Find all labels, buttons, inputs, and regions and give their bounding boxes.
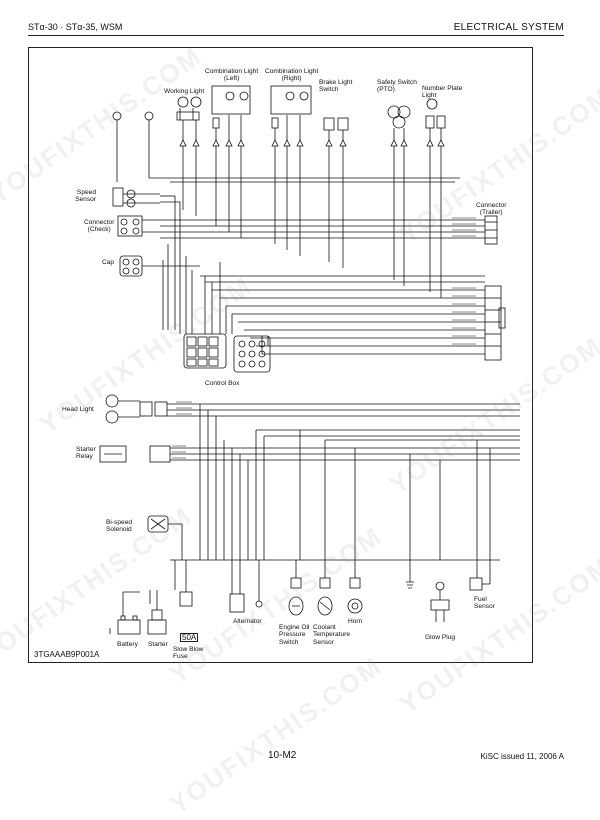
label-control-box: Control Box (205, 380, 239, 387)
number-plate-light-symbol (425, 98, 446, 160)
wiring-diagram (99, 85, 520, 635)
wire-code-marks (172, 217, 476, 459)
label-glow-plug: Glow Plug (425, 634, 455, 641)
label-horn: Horn (348, 618, 362, 625)
combination-light-left-text: Combination Light (Left) (205, 68, 259, 83)
engine-oil-pressure-switch-symbol (288, 560, 304, 616)
label-combination-light-left: Combination Light (Left) (205, 68, 258, 83)
label-head-light: Head Light (62, 406, 94, 413)
head-light-symbol (105, 394, 520, 424)
brake-light-switch-text: Brake Light Switch (319, 79, 353, 94)
fuel-sensor-symbol (469, 560, 491, 591)
ground-symbol-top (112, 111, 154, 178)
connector-check-text: Connector (Check) (84, 219, 115, 234)
coolant-temperature-sensor-text: Coolant Temperature Sensor (313, 624, 351, 646)
manual-model-title: STα-30 · STα-35, WSM (28, 22, 123, 32)
coolant-temperature-sensor-symbol (317, 560, 333, 616)
label-bi-speed-solenoid: Bi-speed Solenoid (106, 519, 132, 534)
glow-plug-symbol (406, 560, 450, 622)
harness-bus-lines (116, 158, 485, 355)
label-coolant-temperature-sensor: Coolant Temperature Sensor (313, 624, 350, 646)
label-battery: Battery (117, 641, 138, 648)
battery-text: Battery (117, 641, 138, 648)
starter-symbol (147, 590, 167, 635)
label-number-plate-light: Number Plate Light (422, 85, 462, 100)
label-combination-light-right: Combination Light (Right) (265, 68, 318, 83)
trailer-connector-symbol (484, 215, 498, 245)
label-fuel-sensor: Fuel Sensor (474, 596, 495, 611)
horn-text: Horn (348, 618, 363, 625)
diagram-code: 3TGAAAB9P001A (34, 650, 100, 659)
alternator-text: Alternator (233, 618, 262, 625)
starter-text: Starter (148, 641, 168, 648)
page-number: 10-M2 (268, 750, 297, 761)
connector-check-symbol (117, 215, 160, 237)
slow-blow-fuse-symbol (174, 560, 193, 607)
starter-relay-text: Starter Relay (76, 446, 96, 461)
glow-plug-text: Glow Plug (425, 634, 456, 641)
large-connector-symbol (484, 285, 506, 361)
label-speed-sensor: Speed Sensor (74, 189, 96, 204)
label-working-light: Working Light (164, 88, 204, 95)
head-light-text: Head Light (62, 406, 94, 413)
connector-arrows-top (179, 139, 445, 147)
working-light-text: Working Light (164, 88, 205, 95)
horn-symbol (347, 560, 363, 614)
label-starter: Starter (148, 641, 168, 648)
slow-blow-fuse-text: Slow Blow Fuse (173, 646, 204, 661)
speed-sensor-symbol (112, 187, 160, 208)
label-cap: Cap (102, 259, 114, 266)
alternator-symbol (229, 560, 263, 613)
label-engine-oil-pressure-switch: Engine Oil Pressure Switch (279, 624, 309, 646)
label-safety-switch: Safety Switch (PTO) (377, 79, 417, 94)
working-light-symbol (176, 96, 202, 158)
connector-trailer-text: Connector (Trailer) (476, 202, 507, 217)
safety-switch-text: Safety Switch (PTO) (377, 79, 417, 94)
drop-lines (170, 404, 520, 561)
header-rule (28, 35, 564, 36)
battery-symbol (109, 591, 141, 635)
label-brake-light-switch: Brake Light Switch (319, 79, 352, 94)
label-connector-trailer: Connector (Trailer) (476, 202, 506, 217)
number-plate-light-text: Number Plate Light (422, 85, 463, 100)
fuel-sensor-text: Fuel Sensor (474, 596, 495, 611)
diagram-frame (28, 47, 533, 663)
label-starter-relay: Starter Relay (76, 446, 96, 461)
bi-speed-solenoid-symbol (147, 515, 183, 540)
label-alternator: Alternator (233, 618, 262, 625)
starter-relay-symbol (99, 445, 520, 463)
control-box-symbol (183, 333, 271, 373)
label-connector-check: Connector (Check) (84, 219, 114, 234)
cap-text: Cap (102, 259, 115, 266)
brake-light-switch-symbol (323, 117, 349, 160)
cap-symbol (119, 255, 160, 277)
combination-light-right-text: Combination Light (Right) (265, 68, 319, 83)
label-fuse-rating: 50A (180, 633, 199, 643)
combination-light-left-symbol (211, 85, 251, 160)
issue-note: KiSC issued 11, 2006 A (480, 752, 564, 761)
engine-oil-pressure-switch-text: Engine Oil Pressure Switch (279, 624, 310, 646)
combination-light-right-symbol (270, 85, 312, 160)
speed-sensor-text: Speed Sensor (75, 189, 96, 204)
label-slow-blow-fuse: Slow Blow Fuse (173, 646, 203, 661)
safety-switch-symbol (387, 105, 411, 160)
control-box-text: Control Box (205, 380, 240, 387)
bi-speed-solenoid-text: Bi-speed Solenoid (106, 519, 133, 534)
section-title: ELECTRICAL SYSTEM (453, 22, 564, 33)
fuse-rating-text: 50A (182, 633, 197, 642)
